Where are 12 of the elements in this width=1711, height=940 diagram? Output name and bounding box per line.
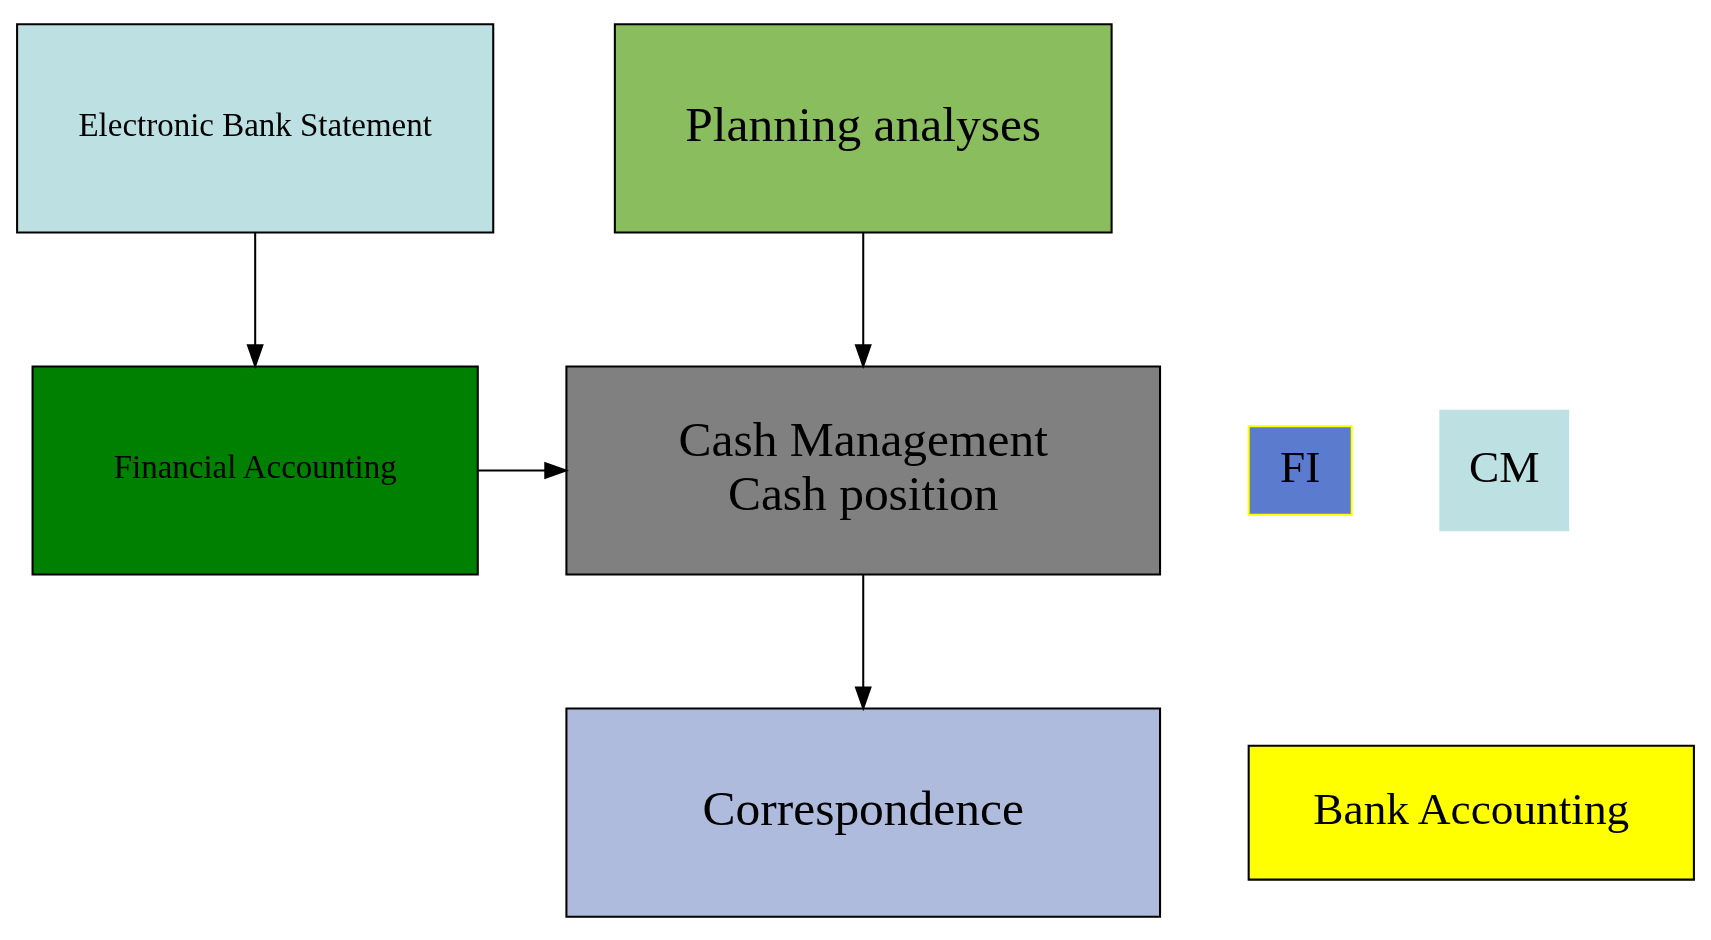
node-box: Bank Accounting — [1247, 744, 1695, 881]
node-box: CM — [1439, 409, 1570, 531]
node-box: Cash Management Cash position — [565, 364, 1162, 576]
arrow — [246, 232, 264, 369]
arrow — [854, 232, 872, 369]
node-box: Electronic Bank Statement — [16, 22, 495, 233]
node-box: Planning analyses — [613, 22, 1113, 233]
arrow — [477, 461, 570, 479]
node-box: FI — [1247, 424, 1353, 516]
arrow — [854, 574, 872, 711]
node-box: Correspondence — [565, 707, 1162, 918]
node-box: Financial Accounting — [31, 364, 479, 576]
